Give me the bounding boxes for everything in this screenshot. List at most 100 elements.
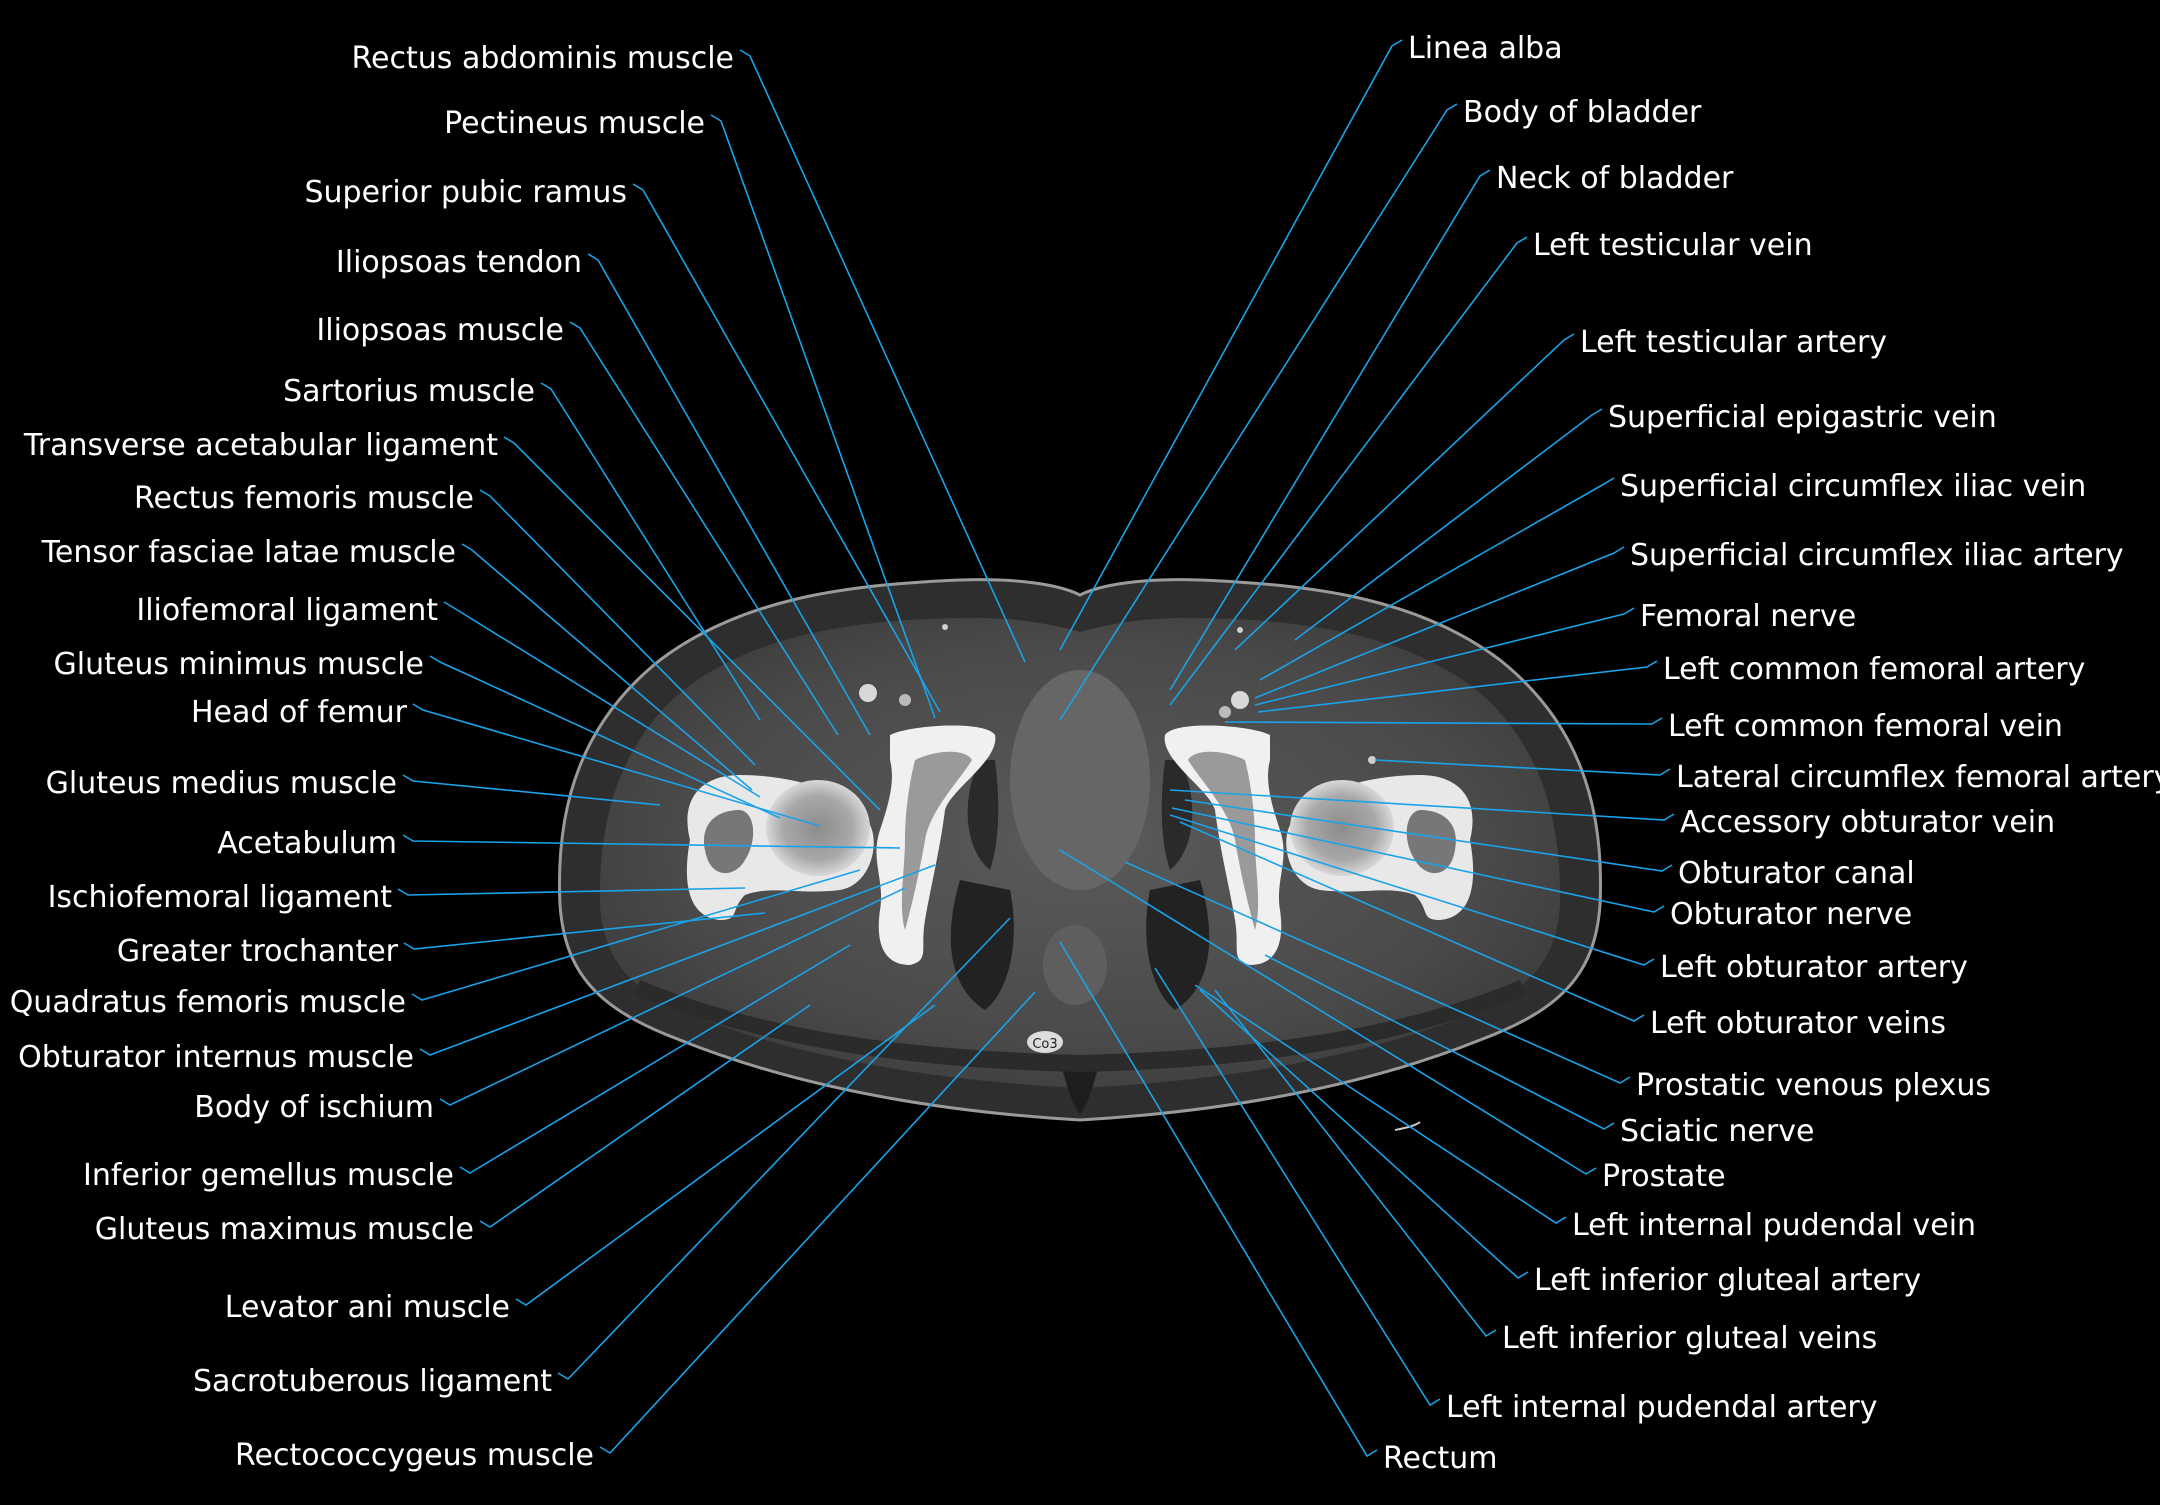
label-left-obturator-veins: Left obturator veins (1650, 1006, 1946, 1041)
label-body-of-bladder: Body of bladder (1463, 95, 1702, 130)
label-left-testicular-artery: Left testicular artery (1580, 325, 1887, 360)
label-prostate: Prostate (1602, 1159, 1726, 1194)
label-tensor-fasciae-latae-muscle: Tensor fasciae latae muscle (41, 535, 456, 570)
superficial-vessel-dot-right (1237, 627, 1243, 633)
leader-lines (397, 39, 1675, 1458)
label-iliofemoral-ligament: Iliofemoral ligament (136, 593, 438, 628)
leader-acetabulum (402, 834, 901, 849)
label-gluteus-maximus-muscle: Gluteus maximus muscle (95, 1212, 474, 1247)
label-linea-alba: Linea alba (1408, 31, 1563, 66)
label-pectineus-muscle: Pectineus muscle (444, 106, 705, 141)
label-prostatic-venous-plexus: Prostatic venous plexus (1636, 1068, 1991, 1103)
right-pubis-inner (901, 751, 972, 930)
fat-plane-right (967, 760, 999, 870)
label-left-testicular-vein: Left testicular vein (1533, 228, 1813, 263)
leader-left-inferior-gluteal-veins (1214, 989, 1497, 1338)
leader-superficial-epigastric-vein (1294, 408, 1603, 641)
leader-inferior-gemellus-muscle (459, 944, 851, 1174)
label-accessory-obturator-vein: Accessory obturator vein (1680, 805, 2055, 840)
leader-rectum (1059, 941, 1378, 1458)
leader-rectus-abdominis-muscle (739, 49, 1026, 663)
leader-lateral-circumflex-femoral-artery (1374, 759, 1671, 776)
leader-rectus-femoris-muscle (479, 489, 756, 766)
coccyx (1027, 1031, 1063, 1053)
label-sciatic-nerve: Sciatic nerve (1620, 1114, 1814, 1149)
left-femoral-artery (1231, 691, 1249, 709)
label-iliopsoas-muscle: Iliopsoas muscle (316, 313, 564, 348)
leader-ischiofemoral-ligament (397, 887, 746, 896)
leader-tensor-fasciae-latae-muscle (461, 543, 753, 791)
gluteal-cleft (1060, 1060, 1100, 1115)
label-left-common-femoral-vein: Left common femoral vein (1668, 709, 2063, 744)
label-obturator-canal: Obturator canal (1678, 856, 1915, 891)
label-inferior-gemellus-muscle: Inferior gemellus muscle (83, 1158, 454, 1193)
leader-superior-pubic-ramus (632, 183, 941, 713)
label-lateral-circumflex-femoral-artery: Lateral circumflex femoral artery (1676, 760, 2160, 795)
leader-gluteus-medius-muscle (402, 774, 661, 806)
label-obturator-internus-muscle: Obturator internus muscle (18, 1040, 414, 1075)
superficial-vessel-dot-left (942, 624, 948, 630)
leader-left-testicular-artery (1234, 333, 1575, 651)
right-femoral-artery (859, 684, 877, 702)
leader-body-of-ischium (439, 887, 906, 1106)
label-sacrotuberous-ligament: Sacrotuberous ligament (193, 1364, 552, 1399)
leader-femoral-nerve (1254, 607, 1635, 706)
leader-sartorius-muscle (540, 382, 761, 721)
label-superficial-epigastric-vein: Superficial epigastric vein (1608, 400, 1997, 435)
label-obturator-nerve: Obturator nerve (1670, 897, 1912, 932)
label-neck-of-bladder: Neck of bladder (1496, 161, 1734, 196)
left-femoral-vein (1219, 706, 1231, 718)
leader-left-obturator-artery (1169, 814, 1655, 966)
label-iliopsoas-tendon: Iliopsoas tendon (336, 245, 582, 280)
leader-prostatic-venous-plexus (1124, 861, 1631, 1084)
leader-head-of-femur (412, 703, 821, 827)
label-rectococcygeus-muscle: Rectococcygeus muscle (235, 1438, 594, 1473)
leader-gluteus-maximus-muscle (479, 1004, 811, 1228)
leader-iliopsoas-tendon (587, 253, 871, 736)
label-rectus-abdominis-muscle: Rectus abdominis muscle (352, 41, 734, 76)
label-quadratus-femoris-muscle: Quadratus femoris muscle (10, 985, 406, 1020)
leader-quadratus-femoris-muscle (411, 869, 861, 1001)
label-gluteus-medius-muscle: Gluteus medius muscle (46, 766, 397, 801)
leader-left-inferior-gluteal-artery (1199, 989, 1529, 1279)
leader-obturator-internus-muscle (419, 864, 936, 1056)
label-body-of-ischium: Body of ischium (194, 1090, 434, 1125)
label-greater-trochanter: Greater trochanter (117, 934, 399, 969)
leader-linea-alba (1059, 39, 1403, 651)
label-head-of-femur: Head of femur (191, 695, 408, 730)
ct-slice: Co3 (557, 578, 1603, 1131)
leader-obturator-canal (1184, 799, 1673, 872)
leader-left-internal-pudendal-vein (1194, 984, 1567, 1224)
leader-prostate (1059, 849, 1597, 1175)
leader-transverse-acetabular-ligament (503, 436, 881, 811)
leader-pectineus-muscle (710, 114, 936, 719)
leader-left-internal-pudendal-artery (1154, 967, 1441, 1407)
label-left-inferior-gluteal-veins: Left inferior gluteal veins (1502, 1321, 1877, 1356)
label-acetabulum: Acetabulum (217, 826, 397, 861)
label-rectum: Rectum (1383, 1441, 1497, 1476)
label-left-obturator-artery: Left obturator artery (1660, 950, 1968, 985)
label-left-internal-pudendal-vein: Left internal pudendal vein (1572, 1208, 1976, 1243)
label-sartorius-muscle: Sartorius muscle (283, 374, 535, 409)
leader-superficial-circumflex-iliac-artery (1254, 546, 1625, 699)
leader-left-obturator-veins (1179, 821, 1645, 1022)
leader-left-common-femoral-artery (1257, 660, 1658, 713)
vertebra-label: Co3 (1032, 1037, 1057, 1052)
ischiorectal-fossa-right (950, 880, 1014, 1010)
leader-left-common-femoral-vein (1224, 717, 1663, 725)
leader-gluteus-minimus-muscle (429, 655, 781, 819)
leader-accessory-obturator-vein (1169, 789, 1675, 821)
label-rectus-femoris-muscle: Rectus femoris muscle (134, 481, 474, 516)
label-left-common-femoral-artery: Left common femoral artery (1663, 652, 2085, 687)
leader-rectococcygeus-muscle (599, 991, 1036, 1455)
leader-sacrotuberous-ligament (557, 917, 1011, 1381)
rectum-region (1043, 925, 1107, 1005)
label-superficial-circumflex-iliac-vein: Superficial circumflex iliac vein (1620, 469, 2086, 504)
posterior-fat-band (635, 980, 1525, 1072)
left-pubis-inner (1188, 751, 1259, 930)
fat-plane-left (1161, 760, 1193, 870)
label-ischiofemoral-ligament: Ischiofemoral ligament (48, 880, 393, 915)
leader-iliofemoral-ligament (443, 601, 761, 798)
right-trochanter-inner (704, 810, 754, 874)
